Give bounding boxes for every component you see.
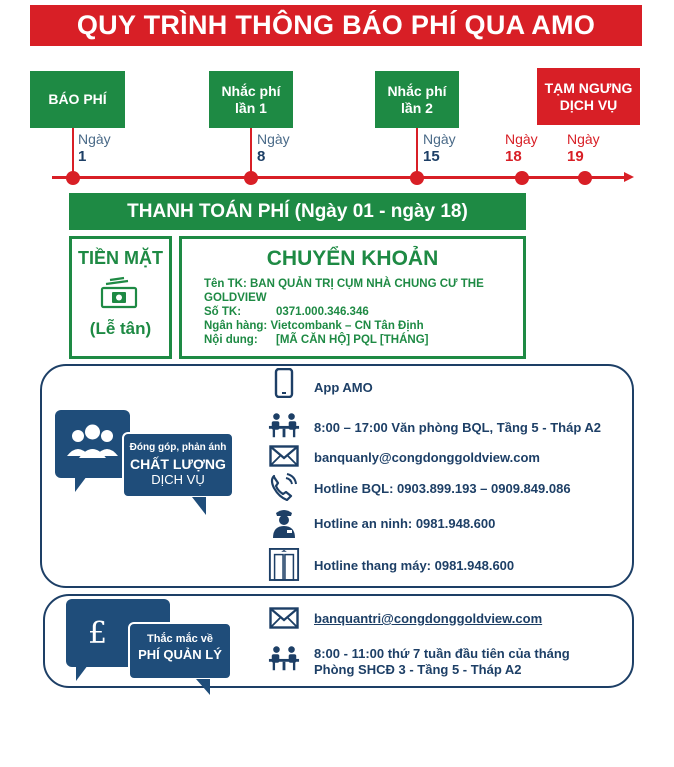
stage-nhac-phi-2: Nhắc phí lần 2 xyxy=(375,71,459,128)
fee-location: Phòng SHCĐ 3 - Tầng 5 - Tháp A2 xyxy=(314,662,522,677)
office-meeting-icon xyxy=(268,410,300,440)
bubble-tail xyxy=(192,497,206,515)
security-guard-icon xyxy=(268,508,300,538)
page-title: QUY TRÌNH THÔNG BÁO PHÍ QUA AMO xyxy=(30,5,642,46)
fee-schedule: 8:00 - 11:00 thứ 7 tuần đầu tiên của thá… xyxy=(314,646,570,661)
transfer-title: CHUYỂN KHOẢN xyxy=(266,247,439,270)
timeline-connector xyxy=(416,128,418,177)
account-number: 0371.000.346.346 xyxy=(276,306,369,318)
timeline-connector xyxy=(250,128,252,177)
stage-nhac-phi-1: Nhắc phí lần 1 xyxy=(209,71,293,128)
transfer-content-value: [MÃ CĂN HỘ] PQL [THÁNG] xyxy=(276,334,429,346)
feedback-bubble-line1: Đóng góp, phản ánh xyxy=(129,442,227,453)
contact-app: App AMO xyxy=(314,380,373,395)
transfer-box: CHUYỂN KHOẢN Tên TK: BAN QUẢN TRỊ CỤM NH… xyxy=(179,236,526,359)
stage-tam-ngung: TẠM NGƯNG DỊCH VỤ xyxy=(537,68,640,125)
contact-hotline-bql: Hotline BQL: 0903.899.193 – 0909.849.086 xyxy=(314,481,571,496)
timeline-dot xyxy=(410,171,424,185)
mail-icon xyxy=(268,603,300,633)
cash-subtitle: (Lễ tân) xyxy=(89,319,152,338)
bubble-tail xyxy=(196,679,210,695)
cash-icon xyxy=(72,275,169,311)
cash-box: TIỀN MẶT (Lễ tân) xyxy=(69,236,172,359)
timeline-connector xyxy=(72,128,74,177)
timeline-dot xyxy=(244,171,258,185)
transfer-content-row: Nội dung: [MÃ CĂN HỘ] PQL [THÁNG] xyxy=(204,333,484,347)
stage-label: BÁO PHÍ xyxy=(48,91,107,107)
contact-office-hours: 8:00 – 17:00 Văn phòng BQL, Tầng 5 - Thá… xyxy=(314,420,602,435)
pound-icon: £ xyxy=(88,615,108,651)
timeline-dot xyxy=(66,171,80,185)
phone-call-icon xyxy=(268,472,300,502)
contact-email[interactable]: banquanly@congdonggoldview.com xyxy=(314,450,540,465)
cash-title: TIỀN MẶT xyxy=(78,248,163,268)
elevator-icon xyxy=(268,546,300,582)
fee-bubble-line2: PHÍ QUẢN LÝ xyxy=(138,647,222,662)
stage-bao-phi: BÁO PHÍ xyxy=(30,71,125,128)
transfer-content-label: Nội dung: xyxy=(204,334,258,346)
account-name-cont: GOLDVIEW xyxy=(204,292,267,304)
payment-header: THANH TOÁN PHÍ (Ngày 01 - ngày 18) xyxy=(69,193,526,230)
account-number-label: Số TK: xyxy=(204,306,242,318)
fee-bubble-line1: Thắc mắc về xyxy=(146,633,214,645)
contact-hotline-security: Hotline an ninh: 0981.948.600 xyxy=(314,516,496,531)
stage-label-line2: lần 1 xyxy=(235,99,267,116)
stage-label-line2: DỊCH VỤ xyxy=(559,96,618,113)
stage-label-line1: Nhắc phí xyxy=(221,82,281,99)
feedback-bubble-line3: DỊCH VỤ xyxy=(151,472,205,487)
stage-label-line2: lần 2 xyxy=(401,99,433,116)
people-bubble xyxy=(55,410,130,478)
stage-label-line1: TẠM NGƯNG xyxy=(544,79,633,96)
feedback-bubble: Đóng góp, phản ánh CHẤT LƯỢNG DỊCH VỤ xyxy=(122,432,234,498)
bubble-tail xyxy=(76,665,88,681)
bubble-tail xyxy=(75,476,87,492)
contact-hotline-elevator: Hotline thang máy: 0981.948.600 xyxy=(314,558,515,573)
timeline-axis xyxy=(52,176,626,179)
phone-icon xyxy=(268,368,300,398)
office-meeting-icon xyxy=(268,643,300,673)
people-icon xyxy=(67,424,118,458)
fee-bubble: Thắc mắc về PHÍ QUẢN LÝ xyxy=(128,622,232,680)
bank-name: Ngân hàng: Vietcombank – CN Tân Định xyxy=(204,320,424,332)
timeline-arrow-icon xyxy=(624,172,634,182)
account-name: Tên TK: BAN QUẢN TRỊ CỤM NHÀ CHUNG CƯ TH… xyxy=(204,278,484,290)
fee-email-link[interactable]: banquantri@congdonggoldview.com xyxy=(314,611,543,626)
feedback-bubble-line2: CHẤT LƯỢNG xyxy=(130,456,226,472)
timeline-dot xyxy=(515,171,529,185)
stage-label-line1: Nhắc phí xyxy=(387,82,447,99)
mail-icon xyxy=(268,441,300,471)
account-number-row: Số TK: 0371.000.346.346 xyxy=(204,305,484,319)
timeline-dot xyxy=(578,171,592,185)
